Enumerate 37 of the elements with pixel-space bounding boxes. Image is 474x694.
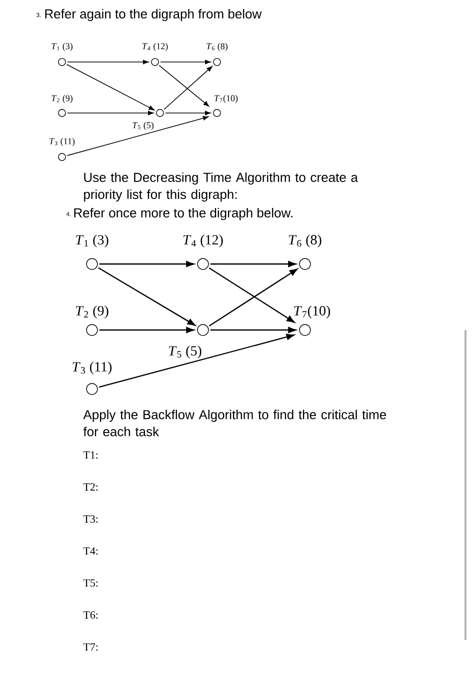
answer-label: T5: [83,579,98,587]
question-text: Refer once more to the digraph below. [74,208,292,220]
answer-label: T2: [83,483,98,491]
answer-label: T4: [83,547,98,555]
answer-label: T3: [83,515,98,523]
answer-label: T6: [83,611,98,619]
task-label: T$_{7}$(10) [294,306,330,318]
task-label: T$_{4}$ (12) [183,234,223,248]
answer-label: T7: [83,643,98,651]
task-label: T$_{3}$ (11) [72,362,112,374]
task-label: T$_{2}$ (9) [76,306,108,318]
task-label: T$_{6}$ (8) [288,234,322,248]
arrow [98,334,294,388]
arrow [210,326,296,334]
arrow [99,326,194,334]
task-label: T$_{5}$ (5) [168,346,202,358]
task-label: T$_{1}$ (3) [52,42,72,52]
arrow [66,116,209,156]
task-label: T$_{5}$ (5) [132,122,154,130]
arrow [160,60,211,64]
arrow [67,60,149,64]
arrow [99,260,194,268]
arrow [165,110,211,116]
task-label: T$_{4}$ (12) [142,42,168,52]
task-label: T$_{7}$(10) [214,94,238,104]
answer-label: T1: [83,451,98,459]
question-text: Refer again to the digraph from below [45,8,262,22]
arrow [66,64,154,110]
arrow [98,267,196,326]
task-label: T$_{3}$ (11) [50,138,75,146]
question-text: Apply the Backflow Algorithm to find the critical time for each task [83,410,386,436]
arrow [67,110,154,116]
question-text: Use the Decreasing Time Algorithm to create a priority list for this digraph: [84,172,358,202]
task-label: T$_{1}$ (3) [76,234,108,248]
arrow [210,260,296,268]
task-label: T$_{6}$ (8) [206,42,228,52]
task-label: T$_{2}$ (9) [52,94,72,104]
